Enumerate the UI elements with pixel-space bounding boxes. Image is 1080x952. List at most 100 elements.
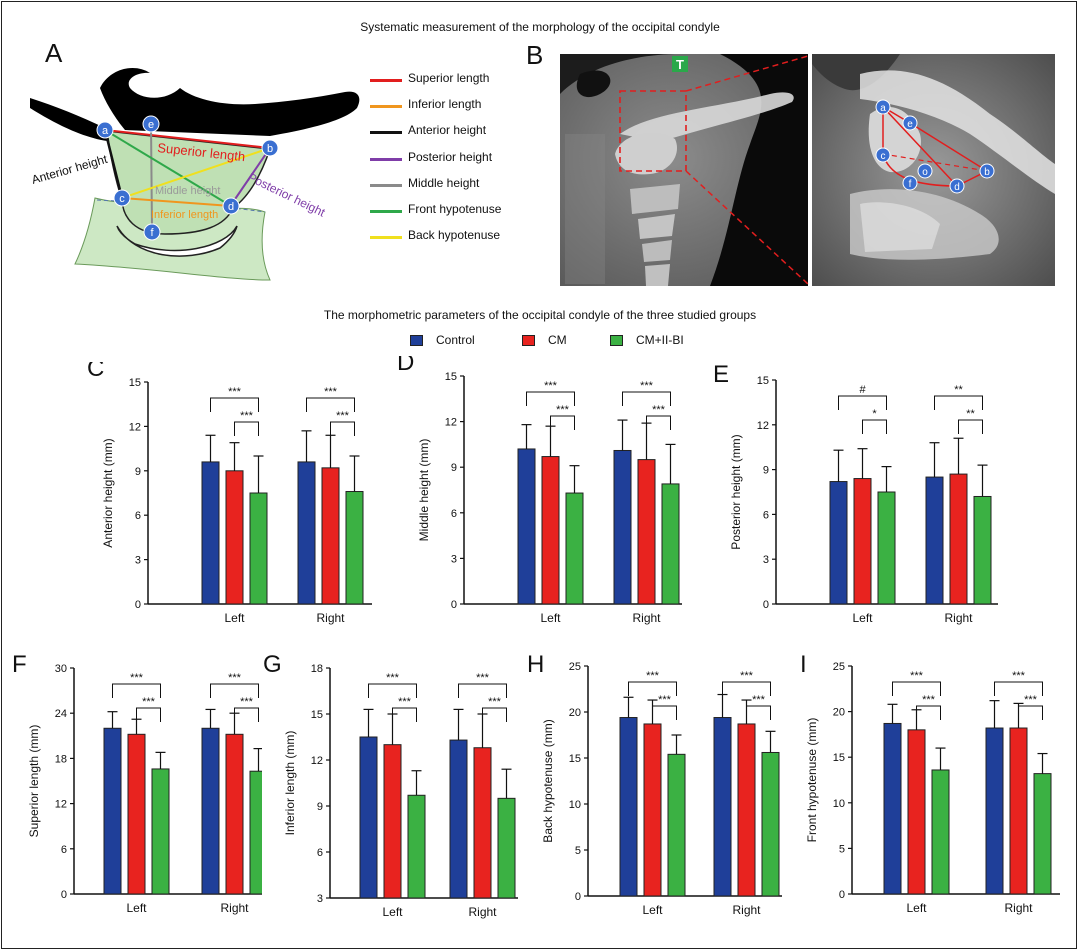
ct-sagittal-image: T: [560, 54, 809, 286]
bar-right-0: [297, 461, 316, 605]
figure-title: Systematic measurement of the morphology…: [360, 20, 720, 34]
significance-label: ***: [752, 694, 766, 706]
legend-item-inferior: Inferior length: [370, 96, 570, 116]
significance-label: ***: [740, 670, 754, 682]
significance-label: ***: [544, 380, 558, 392]
significance-label: ***: [476, 672, 490, 684]
significance-label: ***: [640, 380, 654, 392]
x-tick-label: Left: [224, 611, 245, 625]
significance-label: ***: [910, 670, 924, 682]
bar-left-2: [565, 492, 584, 605]
bar-left-1: [853, 478, 872, 605]
x-tick-label: Left: [906, 901, 927, 915]
significance-label: ***: [922, 694, 936, 706]
significance-label: *: [872, 408, 877, 420]
diagram-anterior-label: Anterior height: [30, 152, 110, 187]
bar-left-2: [667, 753, 686, 897]
y-tick-label: 9: [451, 462, 457, 474]
bar-left-2: [931, 769, 950, 895]
front-hypotenuse-line: [104, 129, 232, 207]
y-tick-label: 15: [129, 377, 141, 389]
significance-bracket-inner: [234, 421, 259, 436]
y-tick-label: 12: [55, 799, 67, 811]
significance-label: #: [859, 384, 866, 396]
significance-bracket-outer: [722, 681, 771, 696]
legend-item-back-hyp: Back hypotenuse: [370, 227, 570, 247]
svg-text:d: d: [228, 201, 234, 213]
x-tick-label: Left: [642, 903, 663, 917]
significance-label: ***: [1024, 694, 1038, 706]
significance-label: ***: [228, 672, 242, 684]
y-tick-label: 3: [317, 893, 323, 905]
significance-bracket-inner: [330, 421, 355, 436]
significance-label: ***: [336, 410, 350, 422]
significance-label: ***: [142, 696, 156, 708]
significance-label: ***: [652, 404, 666, 416]
svg-text:c: c: [881, 151, 886, 162]
significance-label: ***: [658, 694, 672, 706]
ct-point-o: o: [917, 163, 933, 179]
panel-letter-g: G: [263, 651, 282, 678]
y-tick-label: 12: [129, 421, 141, 433]
y-tick-label: 15: [757, 375, 769, 387]
y-tick-label: 20: [833, 707, 845, 719]
ct-scan-images: T a e c o b f d: [560, 54, 1055, 286]
diagram-middle-label: Middle height: [155, 185, 220, 197]
significance-label: **: [966, 408, 975, 420]
bar-left-1: [127, 733, 146, 895]
point-d-marker: d: [222, 197, 240, 215]
point-f-marker: f: [143, 223, 161, 241]
point-c-marker: c: [113, 189, 131, 207]
x-tick-label: Left: [126, 901, 147, 915]
inferior-length-line: [121, 197, 232, 207]
panel-letter-e: E: [713, 364, 729, 388]
panel-letter-b: B: [526, 40, 544, 70]
bar-right-0: [201, 727, 220, 895]
bar-right-2: [661, 483, 680, 605]
significance-bracket-outer: [306, 397, 355, 412]
bar-left-1: [907, 729, 926, 895]
significance-label: ***: [324, 386, 338, 398]
significance-bracket-outer: [994, 681, 1043, 696]
panel-letter-f: F: [12, 651, 27, 678]
significance-label: ***: [398, 696, 412, 708]
ct-point-e: e: [902, 115, 918, 131]
point-b-marker: b: [261, 139, 279, 157]
group-legend: Control CM CM+II-BI: [410, 333, 710, 351]
x-tick-label: Right: [468, 905, 497, 919]
ct-zoom-image: a e c o b f d: [812, 54, 1055, 286]
panel-letter-i: I: [800, 651, 807, 678]
svg-text:e: e: [148, 119, 154, 131]
panel-letter-a: A: [45, 38, 63, 68]
svg-text:f: f: [150, 227, 154, 239]
bar-left-0: [619, 717, 638, 897]
bar-left-1: [383, 744, 402, 899]
bar-left-0: [103, 727, 122, 895]
significance-label: ***: [240, 410, 254, 422]
bar-right-2: [761, 751, 780, 897]
y-tick-label: 12: [311, 755, 323, 767]
y-axis-label: Middle height (mm): [417, 439, 431, 542]
y-tick-label: 5: [839, 843, 845, 855]
bar-right-0: [985, 727, 1004, 895]
significance-bracket-inner: [646, 415, 671, 430]
back-hypotenuse-line: [121, 147, 271, 199]
x-tick-label: Right: [632, 611, 661, 625]
y-axis-label: Superior length (mm): [27, 725, 41, 838]
bar-left-1: [225, 470, 244, 605]
ct-point-a: a: [875, 99, 891, 115]
svg-text:d: d: [954, 182, 960, 193]
significance-bracket-inner: [652, 705, 677, 720]
panel-letter-c: C: [87, 362, 104, 382]
anterior-height-line: [103, 129, 124, 199]
y-tick-label: 10: [569, 799, 581, 811]
bar-left-2: [877, 491, 896, 605]
bar-left-0: [517, 448, 536, 605]
bar-right-0: [713, 717, 732, 897]
y-tick-label: 3: [135, 555, 141, 567]
y-tick-label: 0: [61, 889, 67, 901]
significance-bracket-inner: [958, 419, 983, 434]
svg-text:a: a: [102, 125, 109, 137]
y-tick-label: 12: [445, 417, 457, 429]
